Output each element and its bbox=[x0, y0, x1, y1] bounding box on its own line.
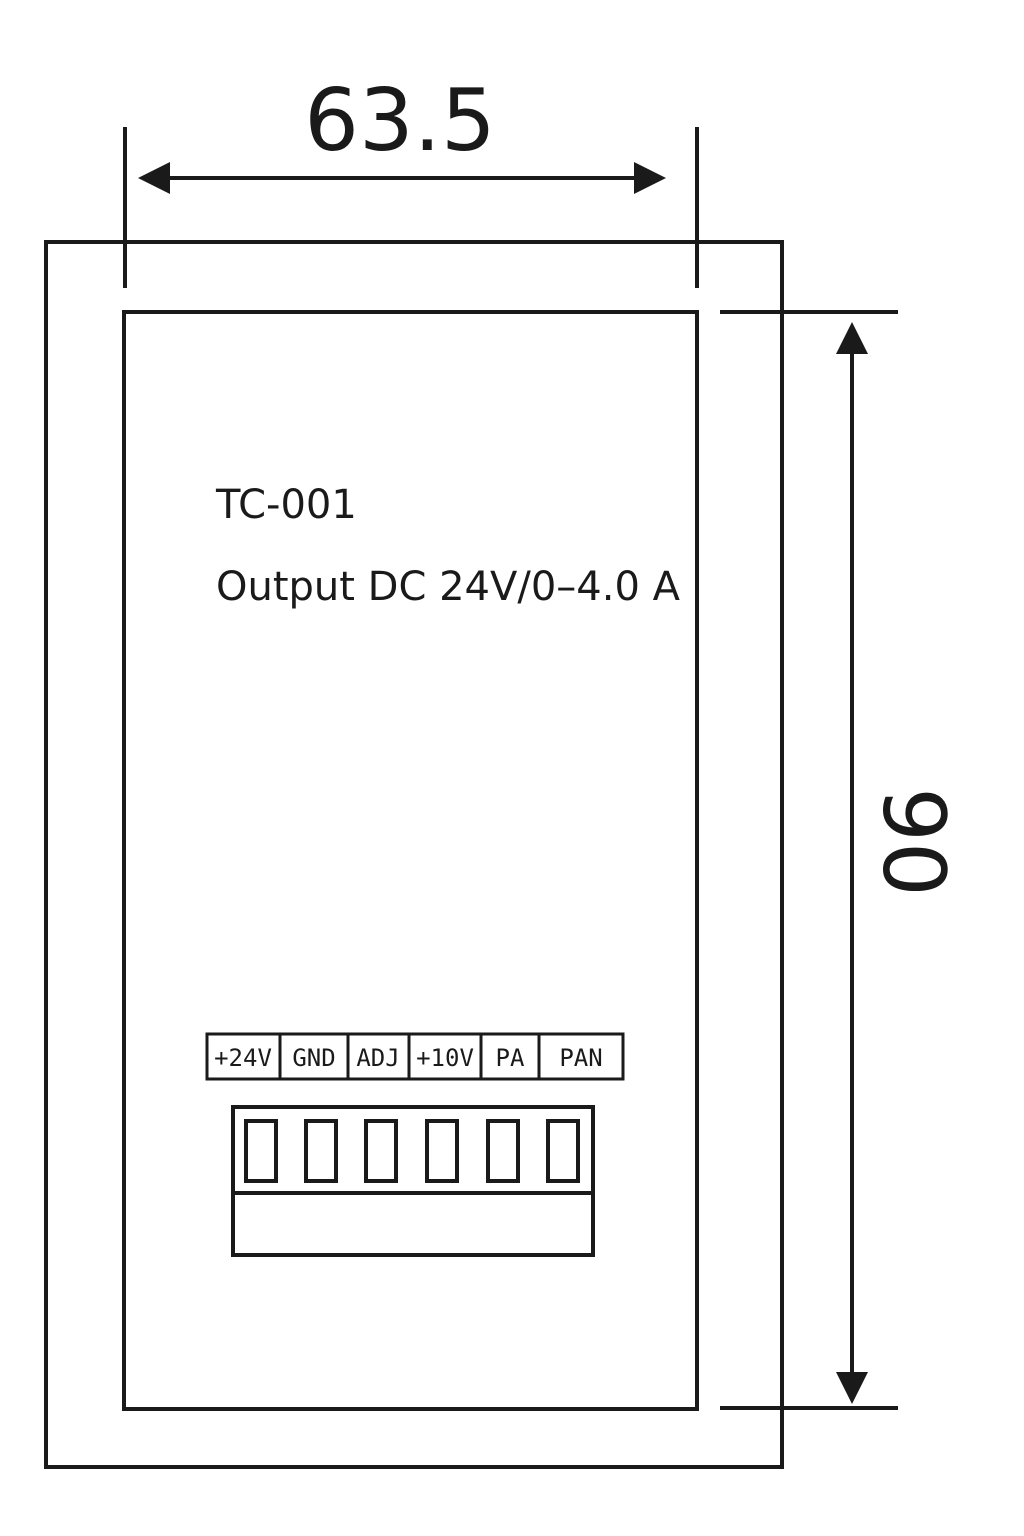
connector-pin bbox=[546, 1119, 580, 1183]
connector-pin bbox=[304, 1119, 338, 1183]
terminal-label: +24V bbox=[214, 1044, 272, 1072]
outer-frame bbox=[44, 240, 784, 1469]
terminal-label: GND bbox=[292, 1044, 335, 1072]
connector-housing bbox=[231, 1105, 595, 1257]
terminal-cell-pan bbox=[537, 1032, 625, 1081]
model-label: TC-001 bbox=[215, 482, 357, 528]
terminal-cell-pa bbox=[479, 1032, 541, 1081]
width-arrow-left-icon bbox=[138, 162, 170, 194]
connector-pin bbox=[486, 1119, 520, 1183]
width-arrow-right-icon bbox=[634, 162, 666, 194]
device-body bbox=[122, 310, 699, 1411]
height-arrow-top-icon bbox=[836, 322, 868, 354]
height-dimension: 90 bbox=[720, 310, 963, 1410]
terminal-cell-24v bbox=[205, 1032, 282, 1081]
connector-pin bbox=[364, 1119, 398, 1183]
connector-pin bbox=[425, 1119, 459, 1183]
terminal-label: ADJ bbox=[356, 1044, 399, 1072]
terminal-cell-10v bbox=[407, 1032, 483, 1081]
terminal-connector-block bbox=[231, 1105, 595, 1257]
terminal-label-strip: +24V GND ADJ +10V PA PAN bbox=[205, 1032, 625, 1081]
connector-pin bbox=[244, 1119, 278, 1183]
width-dimension-label: 63.5 bbox=[304, 71, 495, 171]
output-rating-label: Output DC 24V/0–4.0 A bbox=[216, 564, 681, 610]
terminal-label: PAN bbox=[559, 1044, 602, 1072]
width-dimension: 63.5 bbox=[123, 71, 699, 288]
terminal-label: +10V bbox=[416, 1044, 474, 1072]
height-dimension-label: 90 bbox=[863, 787, 963, 896]
terminal-label: PA bbox=[496, 1044, 525, 1072]
height-arrow-bottom-icon bbox=[836, 1372, 868, 1404]
